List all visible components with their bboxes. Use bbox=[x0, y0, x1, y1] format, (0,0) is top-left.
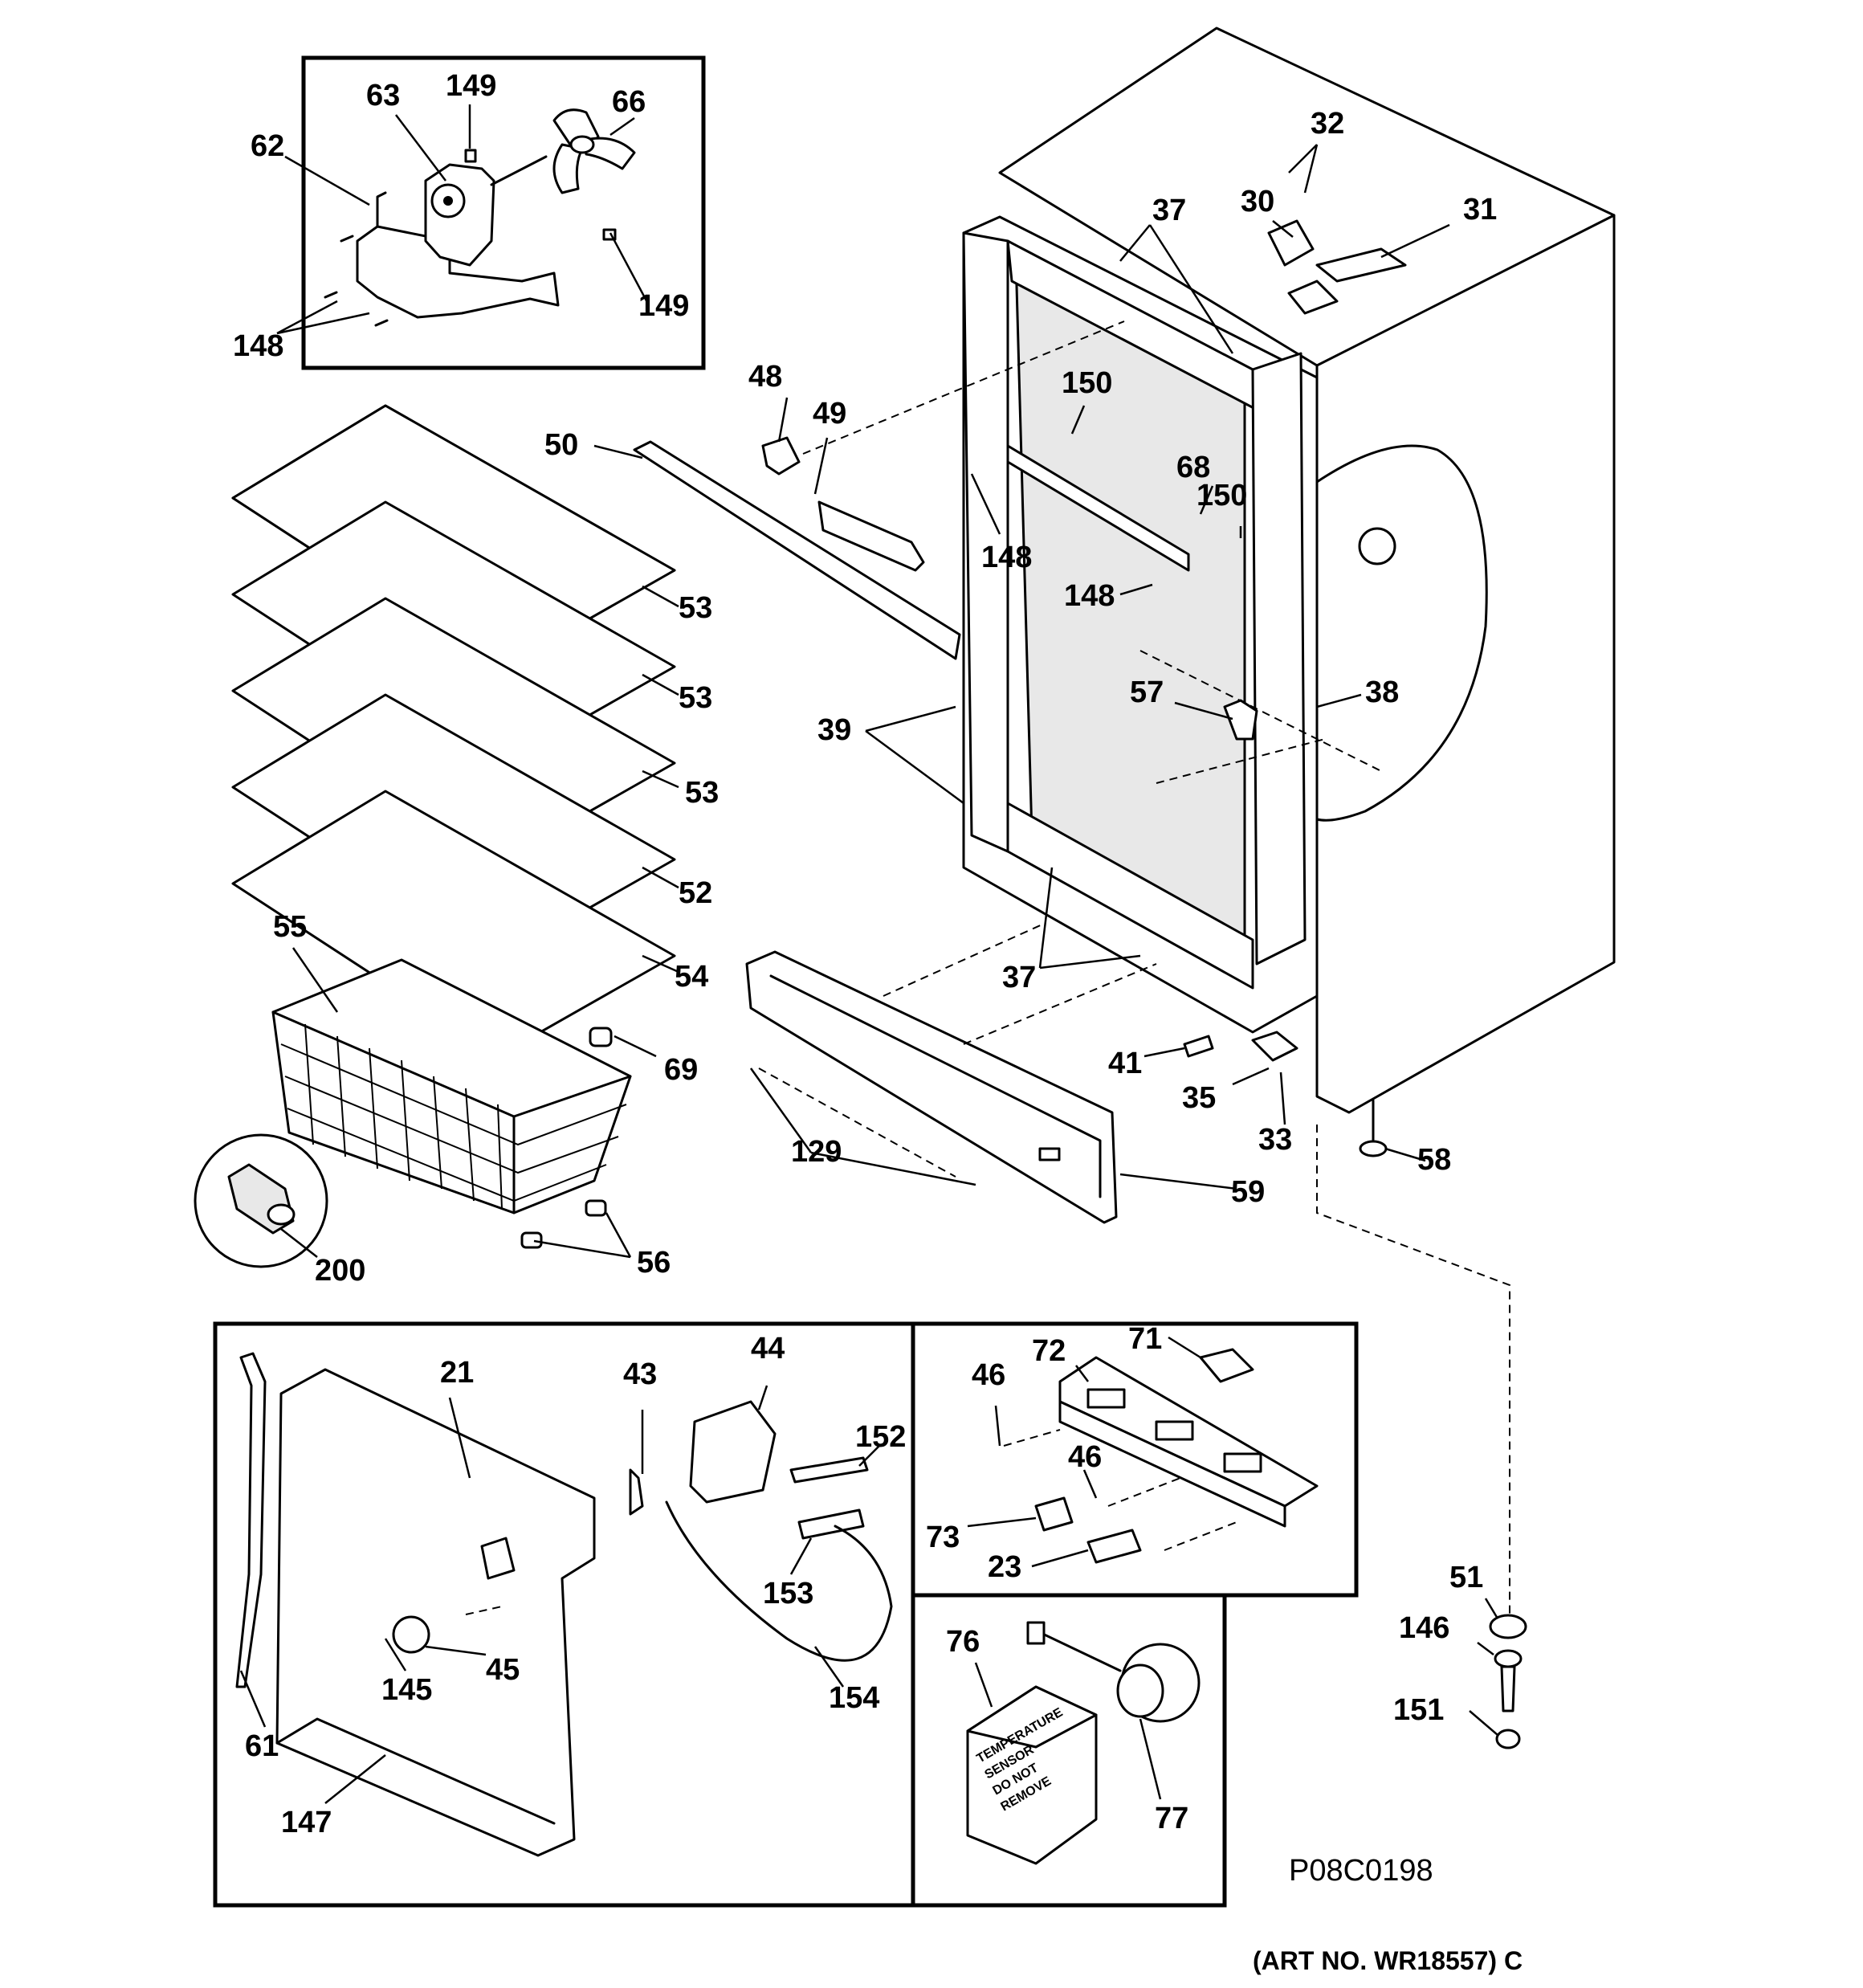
wire-basket bbox=[271, 958, 632, 1214]
callout-53: 53 bbox=[685, 776, 720, 810]
roller-assembly bbox=[1489, 1614, 1527, 1749]
callout-50: 50 bbox=[544, 428, 579, 462]
callout-32: 32 bbox=[1311, 107, 1345, 141]
callout-145: 145 bbox=[381, 1673, 433, 1707]
callout-200: 200 bbox=[315, 1254, 366, 1288]
callout-152: 152 bbox=[855, 1420, 907, 1454]
callout-41: 41 bbox=[1108, 1047, 1143, 1080]
callout-44: 44 bbox=[751, 1332, 785, 1365]
callout-148: 148 bbox=[233, 329, 284, 363]
callout-150: 150 bbox=[1196, 479, 1248, 512]
basket-glide-56a bbox=[520, 1231, 543, 1249]
callout-58: 58 bbox=[1417, 1143, 1452, 1177]
callout-71: 71 bbox=[1128, 1322, 1163, 1356]
callout-48: 48 bbox=[748, 360, 783, 394]
callout-51: 51 bbox=[1449, 1561, 1484, 1594]
callout-62: 62 bbox=[251, 129, 285, 163]
callout-69: 69 bbox=[664, 1053, 699, 1087]
callout-129: 129 bbox=[791, 1135, 842, 1169]
callout-45: 45 bbox=[486, 1653, 520, 1687]
basket-stop-69 bbox=[589, 1027, 613, 1047]
callout-leader-lines bbox=[239, 104, 1499, 1804]
callout-54: 54 bbox=[675, 960, 709, 994]
document-code: P08C0198 bbox=[1289, 1854, 1433, 1888]
callout-57: 57 bbox=[1130, 676, 1164, 709]
callout-73: 73 bbox=[926, 1521, 960, 1554]
callout-146: 146 bbox=[1399, 1611, 1450, 1645]
callout-38: 38 bbox=[1365, 676, 1400, 709]
callout-151: 151 bbox=[1393, 1693, 1445, 1727]
callout-77: 77 bbox=[1155, 1802, 1189, 1835]
fan-motor-assembly bbox=[324, 108, 636, 327]
callout-33: 33 bbox=[1258, 1123, 1293, 1157]
callout-68: 68 bbox=[1176, 451, 1211, 484]
callout-59: 59 bbox=[1231, 1175, 1266, 1209]
callout-46: 46 bbox=[1068, 1440, 1103, 1474]
fitting-detail-200 bbox=[194, 1133, 328, 1268]
callout-149: 149 bbox=[446, 69, 497, 103]
temperature-sensor bbox=[966, 1621, 1201, 1865]
callout-37: 37 bbox=[1152, 194, 1187, 227]
callout-154: 154 bbox=[829, 1681, 880, 1715]
lamp-assembly bbox=[633, 436, 961, 660]
callout-35: 35 bbox=[1182, 1081, 1217, 1115]
control-housing bbox=[1034, 1348, 1319, 1564]
freezer-cabinet bbox=[962, 27, 1616, 1114]
callout-66: 66 bbox=[612, 85, 646, 119]
callout-46: 46 bbox=[972, 1358, 1006, 1392]
basket-glide-56b bbox=[585, 1199, 607, 1217]
callout-53: 53 bbox=[679, 591, 713, 625]
callout-149: 149 bbox=[638, 289, 690, 323]
callout-39: 39 bbox=[817, 713, 852, 747]
callout-30: 30 bbox=[1241, 185, 1275, 218]
callout-56: 56 bbox=[637, 1246, 671, 1280]
callout-23: 23 bbox=[988, 1550, 1022, 1584]
callout-31: 31 bbox=[1463, 193, 1498, 227]
evaporator-cover-panel bbox=[235, 1352, 596, 1857]
callout-61: 61 bbox=[245, 1729, 279, 1763]
callout-153: 153 bbox=[763, 1577, 814, 1610]
dashed-guide-lines bbox=[465, 320, 1510, 1615]
leveling-leg-58 bbox=[1359, 1099, 1388, 1157]
base-grille-59 bbox=[745, 950, 1118, 1224]
callout-53: 53 bbox=[679, 681, 713, 715]
bottom-hinge-assembly bbox=[1183, 1031, 1298, 1062]
callout-52: 52 bbox=[679, 876, 713, 910]
callout-150: 150 bbox=[1062, 366, 1113, 400]
wire-shelves bbox=[231, 404, 676, 1058]
defrost-components bbox=[629, 1400, 893, 1662]
callout-76: 76 bbox=[946, 1625, 980, 1659]
callout-43: 43 bbox=[623, 1357, 658, 1391]
callout-148: 148 bbox=[1064, 579, 1115, 613]
callout-37: 37 bbox=[1002, 961, 1037, 994]
callout-49: 49 bbox=[813, 397, 847, 431]
callout-147: 147 bbox=[281, 1806, 332, 1839]
fan-motor-inset-box bbox=[301, 55, 706, 370]
callout-55: 55 bbox=[273, 910, 308, 944]
callout-21: 21 bbox=[440, 1356, 475, 1390]
callout-72: 72 bbox=[1032, 1334, 1066, 1368]
callout-148: 148 bbox=[981, 541, 1033, 574]
sensor-inset-box bbox=[911, 1593, 1227, 1908]
callout-63: 63 bbox=[366, 79, 401, 112]
art-number: (ART NO. WR18557) C bbox=[1253, 1946, 1523, 1975]
